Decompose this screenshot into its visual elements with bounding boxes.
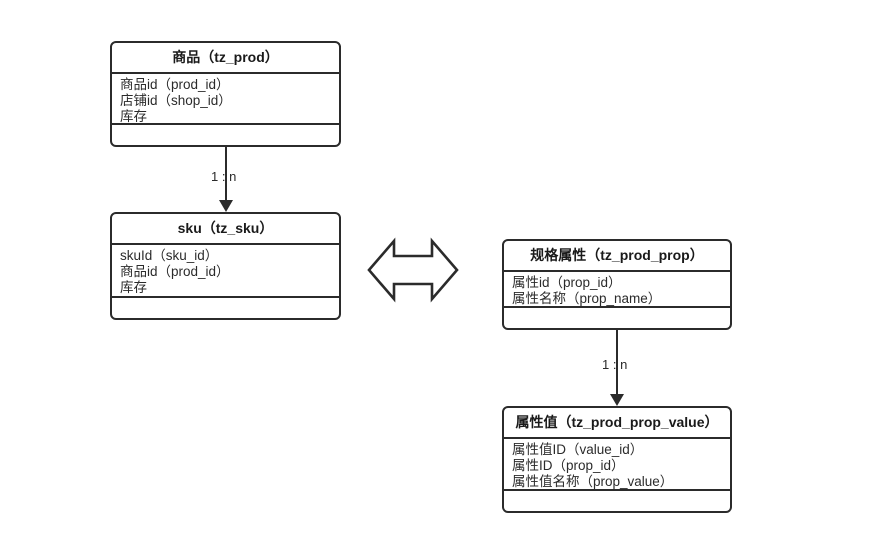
entity-attribute: 属性名称（prop_name） [512,291,662,306]
entity-attribute: 属性ID（prop_id） [512,458,625,473]
entity-attribute: 属性值名称（prop_value） [512,474,674,489]
entity-tz-prod[interactable]: 商品（tz_prod） 商品id（prod_id） 店铺id（shop_id） … [110,41,341,147]
relationship-prop-to-prop-value: 1 : n [602,330,627,406]
relationship-arrowhead [219,200,233,212]
entity-attribute-list: skuId（sku_id） 商品id（prod_id） 库存 [112,245,339,298]
relationship-line [616,330,618,394]
relationship-label: 1 : n [602,357,628,372]
entity-attribute: 库存 [120,280,147,295]
entity-attribute-list: 商品id（prod_id） 店铺id（shop_id） 库存 [112,74,339,125]
entity-title: 规格属性（tz_prod_prop） [504,241,730,272]
entity-attribute-list: 属性id（prop_id） 属性名称（prop_name） [504,272,730,308]
entity-attribute: 店铺id（shop_id） [120,93,232,108]
entity-attribute: 属性id（prop_id） [512,275,622,290]
relationship-prod-to-sku: 1 : n [211,147,236,212]
entity-title: sku（tz_sku） [112,214,339,245]
entity-attribute: skuId（sku_id） [120,248,219,263]
entity-tz-sku[interactable]: sku（tz_sku） skuId（sku_id） 商品id（prod_id） … [110,212,341,320]
entity-attribute: 商品id（prod_id） [120,77,230,92]
entity-attribute: 商品id（prod_id） [120,264,230,279]
relationship-label: 1 : n [211,169,237,184]
entity-title: 属性值（tz_prod_prop_value） [504,408,730,439]
bidirectional-arrow-icon [366,235,460,305]
entity-tz-prod-prop-value[interactable]: 属性值（tz_prod_prop_value） 属性值ID（value_id） … [502,406,732,513]
entity-attribute: 属性值ID（value_id） [512,442,644,457]
entity-attribute-list: 属性值ID（value_id） 属性ID（prop_id） 属性值名称（prop… [504,439,730,491]
entity-tz-prod-prop[interactable]: 规格属性（tz_prod_prop） 属性id（prop_id） 属性名称（pr… [502,239,732,330]
relationship-arrowhead [610,394,624,406]
relationship-line [225,147,227,200]
entity-attribute: 库存 [120,109,147,124]
entity-title: 商品（tz_prod） [112,43,339,74]
